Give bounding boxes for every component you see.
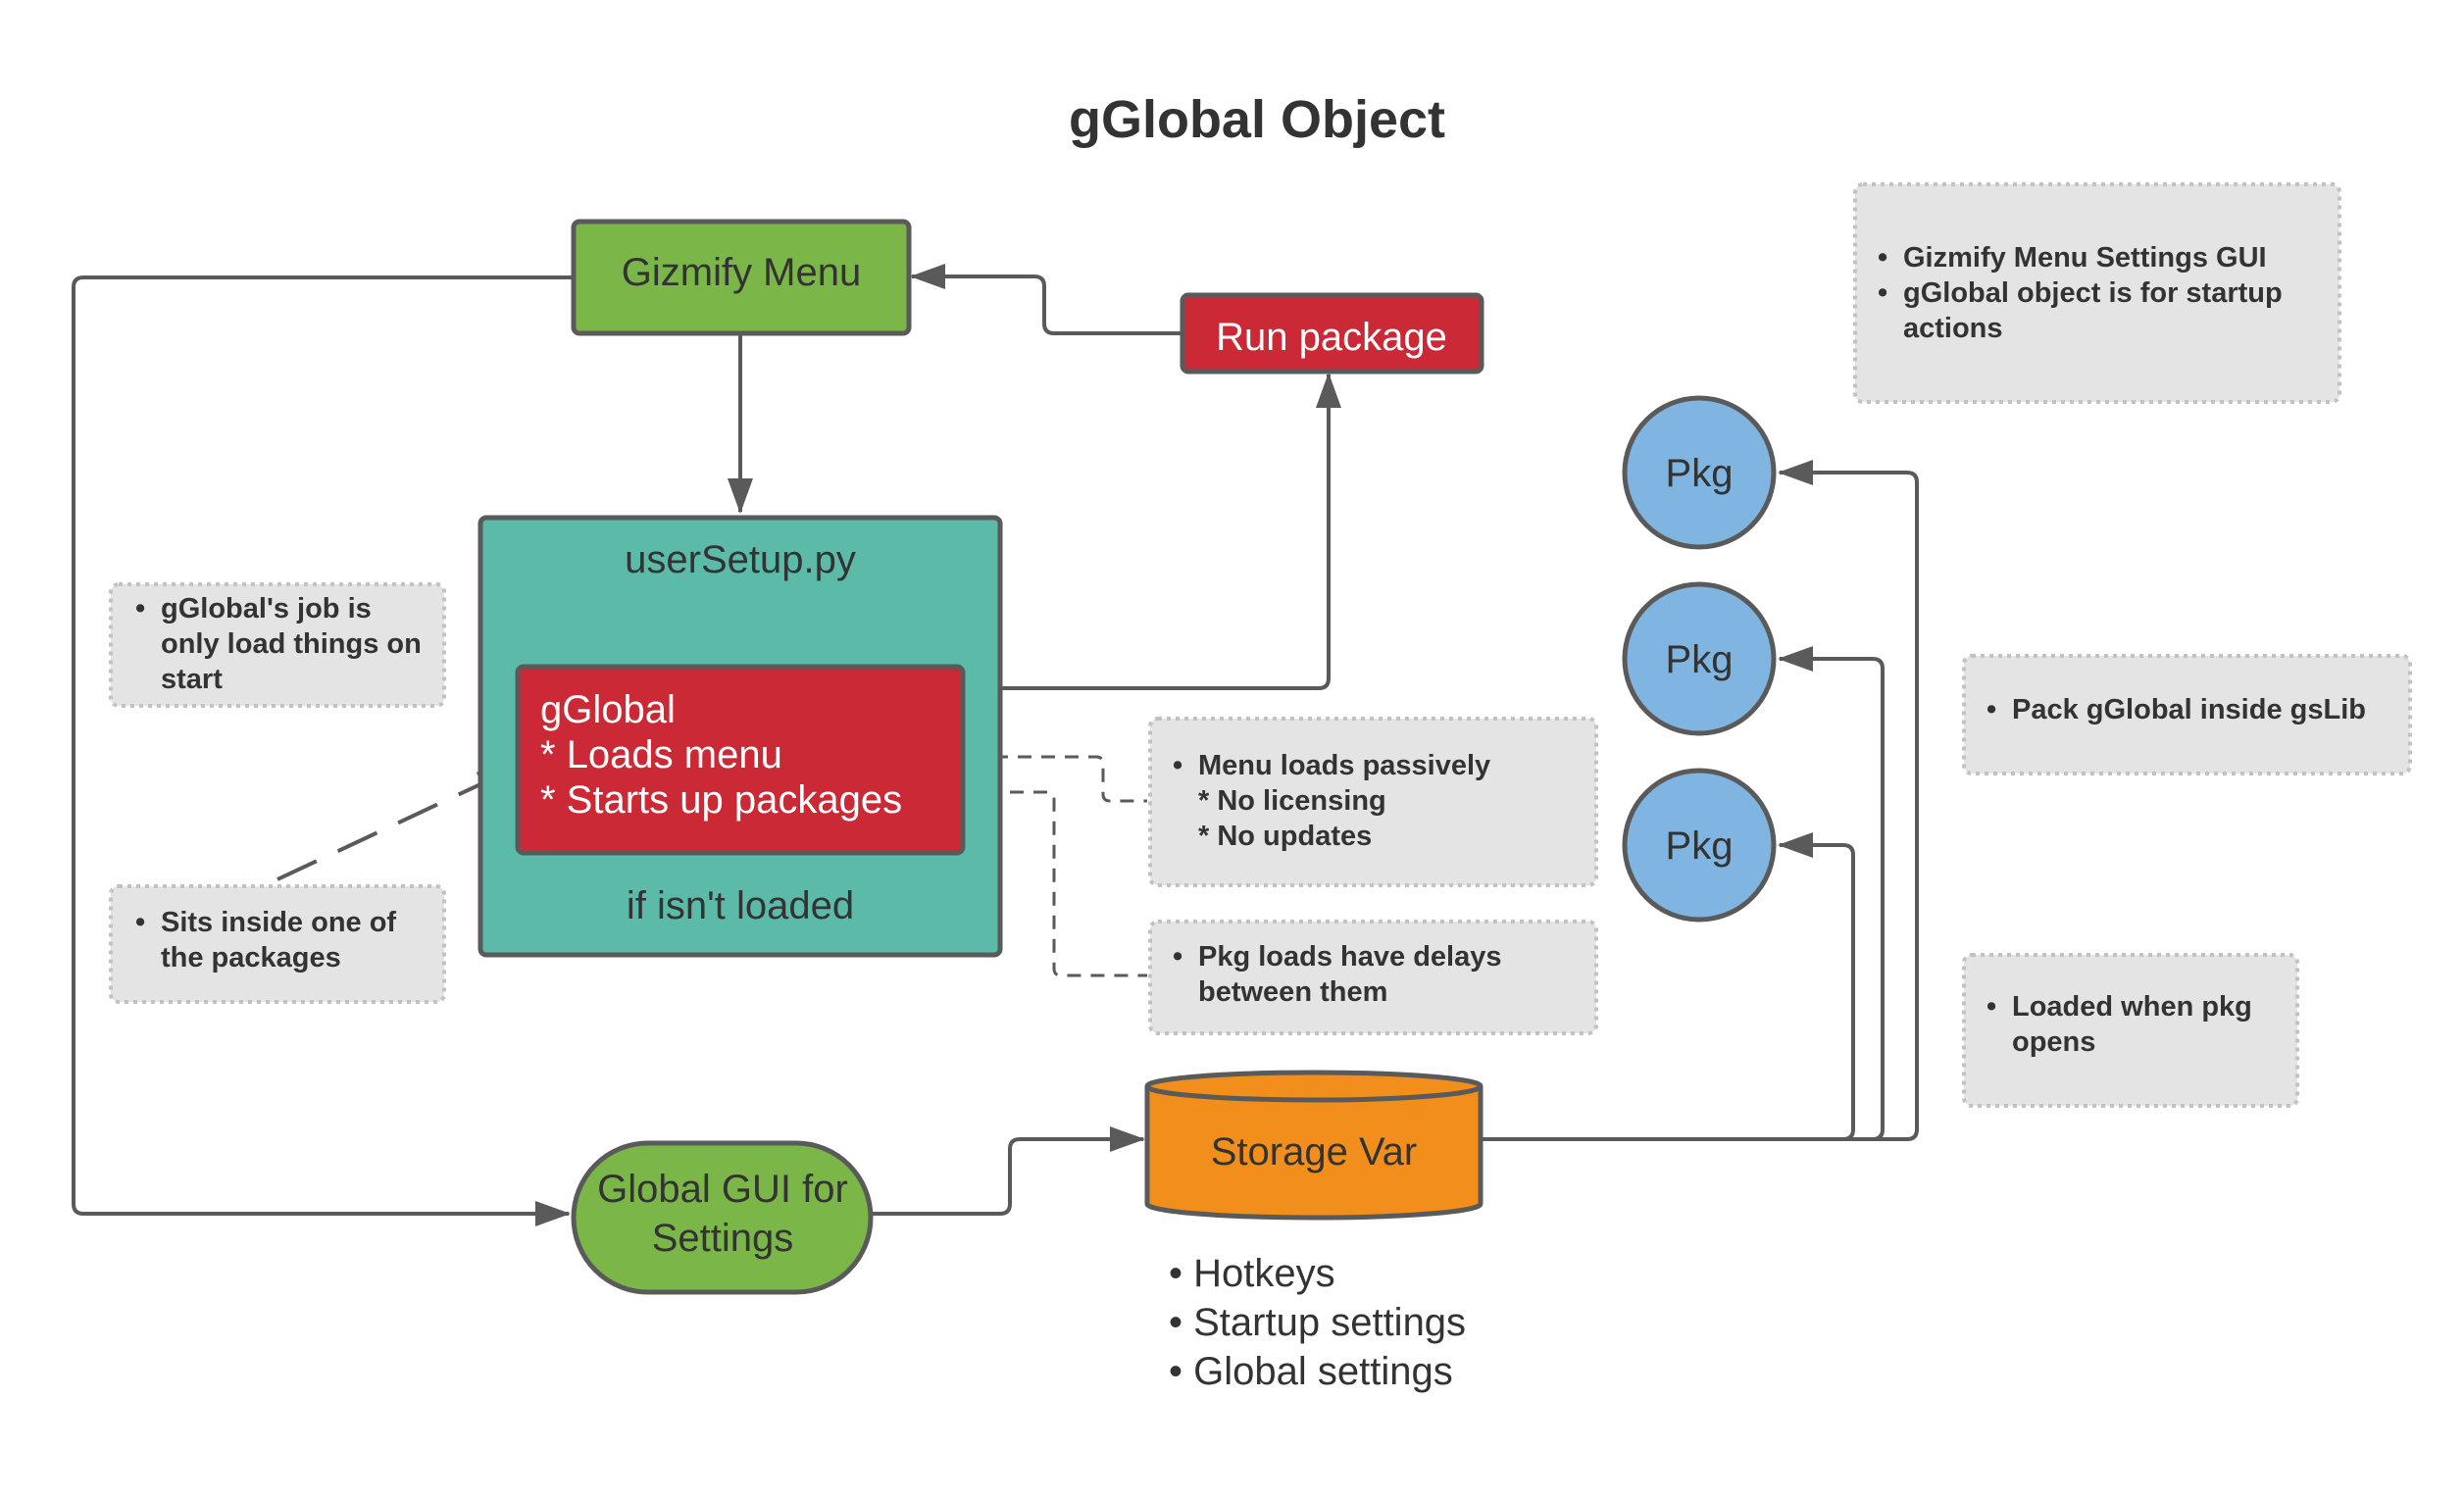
note-pack: • Pack gGlobal inside gsLib xyxy=(1986,694,2366,725)
connector-storage-to-pkg-middle xyxy=(1482,646,1885,1141)
note-sits-line1: Sits inside one of xyxy=(161,907,396,938)
svg-text:•: • xyxy=(1173,750,1182,781)
note-menu-loads-line1: Menu loads passively xyxy=(1198,750,1490,781)
pkg-top-label: Pkg xyxy=(1666,452,1734,495)
dashed-arrow-sits-to-gglobal xyxy=(277,768,514,881)
note-job-line1: gGlobal's job is xyxy=(161,593,372,624)
connector-storage-to-pkg-bottom xyxy=(1482,832,1855,1141)
note-loaded-when-box xyxy=(1962,953,2299,1108)
note-top-right-bullet2-line2: actions xyxy=(1903,313,2003,344)
connector-gui-to-storage xyxy=(870,1126,1145,1216)
note-job-box xyxy=(109,582,446,708)
note-pkg-loads: • Pkg loads have delays between them xyxy=(1173,941,1501,1008)
note-loaded-when-line1: Loaded when pkg xyxy=(2012,991,2252,1023)
pkg-node-top[interactable]: Pkg xyxy=(1622,395,1777,550)
note-sits-box xyxy=(109,884,446,1004)
connector-storage-to-pkg-top xyxy=(1482,460,1919,1141)
svg-text:•: • xyxy=(1878,242,1887,274)
note-top-right-box xyxy=(1853,182,2341,404)
note-menu-loads-line2: * No licensing xyxy=(1198,785,1386,817)
note-top-right: • Gizmify Menu Settings GUI • gGlobal ob… xyxy=(1878,242,2283,344)
gglobal-node[interactable]: gGlobal * Loads menu * Starts up package… xyxy=(515,664,966,856)
global-gui-line2: Settings xyxy=(652,1217,794,1260)
note-loaded-when-line2: opens xyxy=(2012,1026,2095,1058)
pkg-middle-label: Pkg xyxy=(1666,638,1734,681)
storage-bullet-list: • Hotkeys • Startup settings • Global se… xyxy=(1169,1252,1466,1393)
note-sits-line2: the packages xyxy=(161,942,341,974)
pkg-bottom-label: Pkg xyxy=(1666,824,1734,868)
note-menu-loads-line3: * No updates xyxy=(1198,821,1372,852)
note-menu-loads: • Menu loads passively * No licensing * … xyxy=(1173,750,1490,852)
gglobal-loads-menu: * Loads menu xyxy=(540,733,782,776)
dashed-connector-menu-loads xyxy=(900,755,1147,803)
note-pack-box xyxy=(1962,654,2412,775)
connector-run-to-menu xyxy=(910,264,1182,335)
svg-text:•: • xyxy=(135,907,145,938)
note-pkg-loads-line1: Pkg loads have delays xyxy=(1198,941,1501,973)
gizmify-menu-node[interactable]: Gizmify Menu xyxy=(571,219,912,336)
note-job-line3: start xyxy=(161,664,223,695)
global-gui-line1: Global GUI for xyxy=(597,1168,848,1211)
note-pkg-loads-box xyxy=(1148,920,1598,1035)
usersetup-footer: if isn't loaded xyxy=(627,884,854,927)
note-loaded-when: • Loaded when pkg opens xyxy=(1986,991,2252,1058)
run-package-label: Run package xyxy=(1216,316,1447,359)
svg-text:•: • xyxy=(135,593,145,624)
global-gui-node[interactable]: Global GUI for Settings xyxy=(571,1140,874,1295)
run-package-node[interactable]: Run package xyxy=(1180,292,1484,374)
note-sits: • Sits inside one of the packages xyxy=(135,907,396,974)
pkg-node-bottom[interactable]: Pkg xyxy=(1622,768,1777,923)
connector-menu-to-gui xyxy=(72,275,574,1226)
note-menu-loads-box xyxy=(1148,717,1598,887)
connector-gglobal-to-run xyxy=(961,373,1341,690)
note-top-right-bullet1: Gizmify Menu Settings GUI xyxy=(1903,242,2267,274)
svg-text:•: • xyxy=(1986,694,1996,725)
note-job: • gGlobal's job is only load things on s… xyxy=(135,593,422,695)
storage-bullet-1: • Hotkeys xyxy=(1169,1252,1335,1295)
gglobal-starts-packages: * Starts up packages xyxy=(540,778,902,822)
note-top-right-bullet2-line1: gGlobal object is for startup xyxy=(1903,277,2283,309)
svg-text:•: • xyxy=(1986,991,1996,1023)
storage-bullet-2: • Startup settings xyxy=(1169,1301,1466,1344)
usersetup-title: userSetup.py xyxy=(625,538,856,581)
storage-bullet-3: • Global settings xyxy=(1169,1350,1453,1393)
diagram-title: gGlobal Object xyxy=(1069,90,1445,149)
gglobal-title: gGlobal xyxy=(540,688,676,731)
note-job-line2: only load things on xyxy=(161,628,422,660)
svg-text:•: • xyxy=(1173,941,1182,973)
note-pack-line1: Pack gGlobal inside gsLib xyxy=(2012,694,2366,725)
svg-text:•: • xyxy=(1878,277,1887,309)
storage-var-label: Storage Var xyxy=(1211,1130,1418,1173)
pkg-node-middle[interactable]: Pkg xyxy=(1622,581,1777,736)
note-pkg-loads-line2: between them xyxy=(1198,976,1387,1008)
gizmify-menu-label: Gizmify Menu xyxy=(622,251,862,294)
storage-var-node[interactable]: Storage Var xyxy=(1144,1070,1483,1221)
